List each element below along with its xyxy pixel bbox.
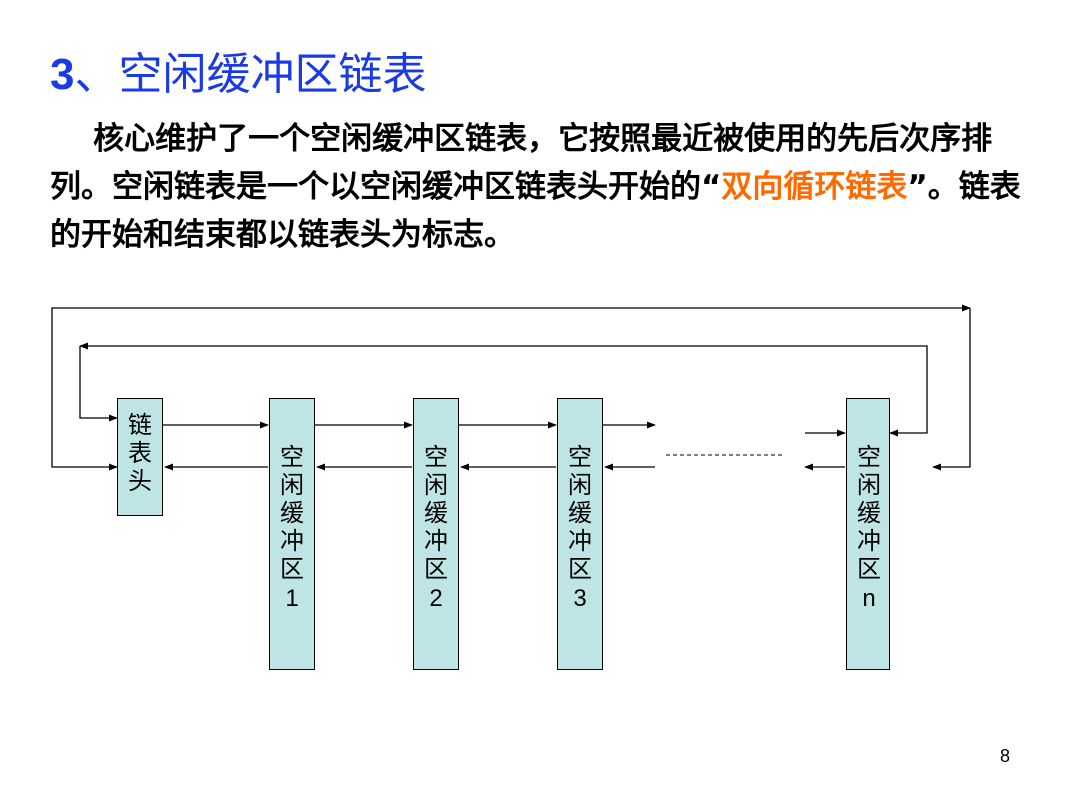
para-part2: ”。链表的开始和结束都以链表头为标志。 bbox=[50, 169, 1021, 253]
title-number: 3 bbox=[50, 50, 75, 99]
para-highlight: 双向循环链表 bbox=[721, 169, 908, 205]
buffer-node-1: 空 闲 缓 冲 区 1 bbox=[269, 398, 315, 670]
title-text: 、空闲缓冲区链表 bbox=[74, 49, 427, 100]
list-head-node: 链 表 头 bbox=[117, 398, 163, 516]
description-paragraph: 核心维护了一个空闲缓冲区链表，它按照最近被使用的先后次序排列。空闲链表是一个以空… bbox=[50, 115, 1050, 259]
outer-loop-line bbox=[51, 304, 971, 471]
page-number: 8 bbox=[1000, 746, 1011, 766]
buffer-node-2: 空 闲 缓 冲 区 2 bbox=[413, 398, 459, 670]
linked-list-diagram: 链 表 头 空 闲 缓 冲 区 1 空 闲 缓 冲 区 2 空 闲 缓 冲 区 … bbox=[0, 290, 1080, 690]
outer-loop-down bbox=[932, 308, 971, 471]
buffer-index: 2 bbox=[429, 585, 443, 612]
buffer-label: 空 闲 缓 冲 区 bbox=[568, 443, 592, 583]
buffer-index: 3 bbox=[573, 585, 587, 612]
buffer-index: 1 bbox=[285, 585, 299, 612]
buffer-node-n: 空 闲 缓 冲 区 n bbox=[846, 398, 890, 670]
inner-loop-down bbox=[79, 346, 118, 422]
para-part1: 核心维护了一个空闲缓冲区链表，它按照最近被使用的先后次序排列。空闲链表是一个以空… bbox=[50, 121, 993, 205]
buffer-label: 空 闲 缓 冲 区 bbox=[857, 443, 881, 583]
buffer-label: 空 闲 缓 冲 区 bbox=[424, 443, 448, 583]
inner-loop-line bbox=[79, 342, 928, 437]
slide-title: 3、空闲缓冲区链表 bbox=[50, 38, 426, 102]
buffer-node-3: 空 闲 缓 冲 区 3 bbox=[557, 398, 603, 670]
list-head-label: 链 表 头 bbox=[128, 411, 152, 495]
linked-list-connectors bbox=[51, 304, 971, 471]
buffer-index: n bbox=[862, 585, 876, 612]
buffer-label: 空 闲 缓 冲 区 bbox=[280, 443, 304, 583]
